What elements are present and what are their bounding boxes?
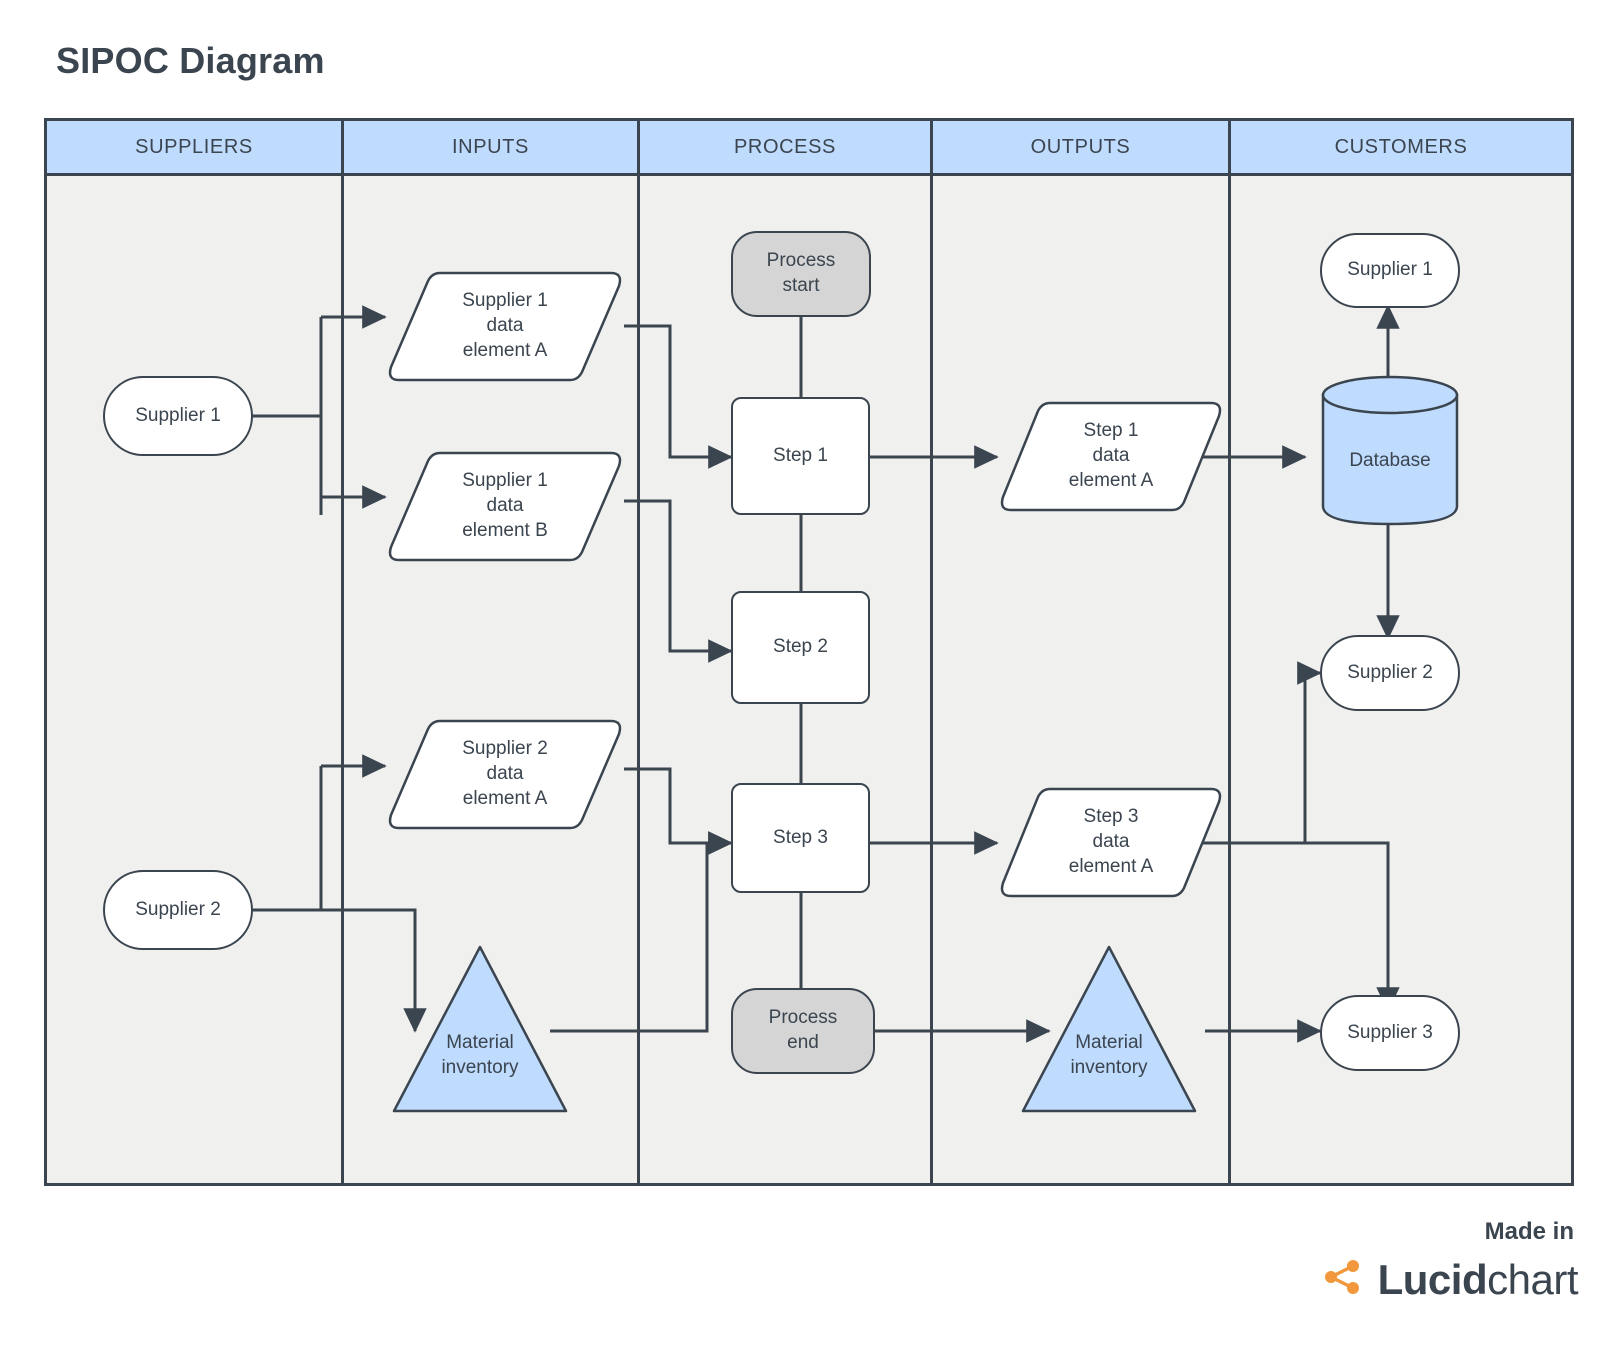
process-end-line1: Process bbox=[768, 1007, 838, 1029]
node-supplier-1-label: Supplier 1 bbox=[135, 404, 221, 426]
process-end-line2: end bbox=[787, 1032, 819, 1053]
lane-header-inputs: INPUTS bbox=[344, 121, 637, 176]
lucidchart-wordmark: Lucidchart bbox=[1377, 1255, 1579, 1304]
lane-header-customers-label: CUSTOMERS bbox=[1334, 135, 1468, 158]
lucidchart-wordmark-bold: Lucid bbox=[1377, 1255, 1488, 1303]
node-input-s1-a[interactable] bbox=[385, 269, 625, 384]
node-output-material-inventory[interactable] bbox=[1019, 943, 1199, 1115]
node-output-step1-a[interactable] bbox=[997, 399, 1225, 514]
lane-header-process-label: PROCESS bbox=[733, 135, 836, 158]
connector-layer bbox=[252, 304, 1400, 1043]
lane-header-outputs-label: OUTPUTS bbox=[1030, 135, 1131, 158]
node-process-end[interactable]: Process end bbox=[731, 988, 875, 1074]
node-customer-supplier-3-label: Supplier 3 bbox=[1347, 1021, 1433, 1043]
lane-divider-3 bbox=[930, 121, 933, 1183]
node-input-s1-b[interactable] bbox=[385, 449, 625, 564]
lane-header-suppliers: SUPPLIERS bbox=[47, 121, 341, 176]
lane-header-suppliers-label: SUPPLIERS bbox=[135, 135, 253, 158]
node-supplier-2[interactable]: Supplier 2 bbox=[103, 870, 253, 950]
lane-divider-4 bbox=[1228, 121, 1231, 1183]
node-step-3-label: Step 3 bbox=[773, 826, 828, 848]
node-step-2-label: Step 2 bbox=[773, 636, 828, 658]
node-process-start[interactable]: Process start bbox=[731, 231, 871, 317]
sipoc-board: SUPPLIERS INPUTS PROCESS OUTPUTS CUSTOME… bbox=[44, 118, 1574, 1186]
lucidchart-mark-icon bbox=[1322, 1255, 1366, 1304]
lane-divider-1 bbox=[341, 121, 344, 1183]
node-customer-supplier-3[interactable]: Supplier 3 bbox=[1320, 995, 1460, 1071]
node-supplier-1[interactable]: Supplier 1 bbox=[103, 376, 253, 456]
node-input-material-inventory[interactable] bbox=[390, 943, 570, 1115]
node-step-2[interactable]: Step 2 bbox=[731, 591, 870, 704]
made-in-label: Made in bbox=[1484, 1218, 1574, 1245]
lane-divider-2 bbox=[637, 121, 640, 1183]
page-title: SIPOC Diagram bbox=[56, 40, 325, 81]
node-customer-supplier-1-label: Supplier 1 bbox=[1347, 259, 1433, 281]
node-customer-supplier-2-label: Supplier 2 bbox=[1347, 661, 1433, 683]
node-step-1[interactable]: Step 1 bbox=[731, 397, 870, 515]
node-output-step3-a[interactable] bbox=[997, 785, 1225, 900]
node-step-1-label: Step 1 bbox=[773, 444, 828, 466]
process-start-line1: Process bbox=[766, 250, 836, 272]
lane-header-process: PROCESS bbox=[640, 121, 930, 176]
node-customer-supplier-1[interactable]: Supplier 1 bbox=[1320, 233, 1460, 308]
node-supplier-2-label: Supplier 2 bbox=[135, 898, 221, 920]
process-start-line2: start bbox=[782, 275, 820, 296]
node-step-3[interactable]: Step 3 bbox=[731, 783, 870, 893]
node-customer-database[interactable] bbox=[1319, 373, 1461, 528]
node-customer-supplier-2[interactable]: Supplier 2 bbox=[1320, 635, 1460, 711]
lucidchart-wordmark-light: chart bbox=[1487, 1255, 1578, 1303]
node-input-s2-a[interactable] bbox=[385, 717, 625, 832]
lane-header-outputs: OUTPUTS bbox=[933, 121, 1228, 176]
lucidchart-logo: Lucidchart bbox=[1322, 1255, 1578, 1304]
lane-header-customers: CUSTOMERS bbox=[1231, 121, 1571, 176]
lane-header-inputs-label: INPUTS bbox=[452, 135, 529, 158]
